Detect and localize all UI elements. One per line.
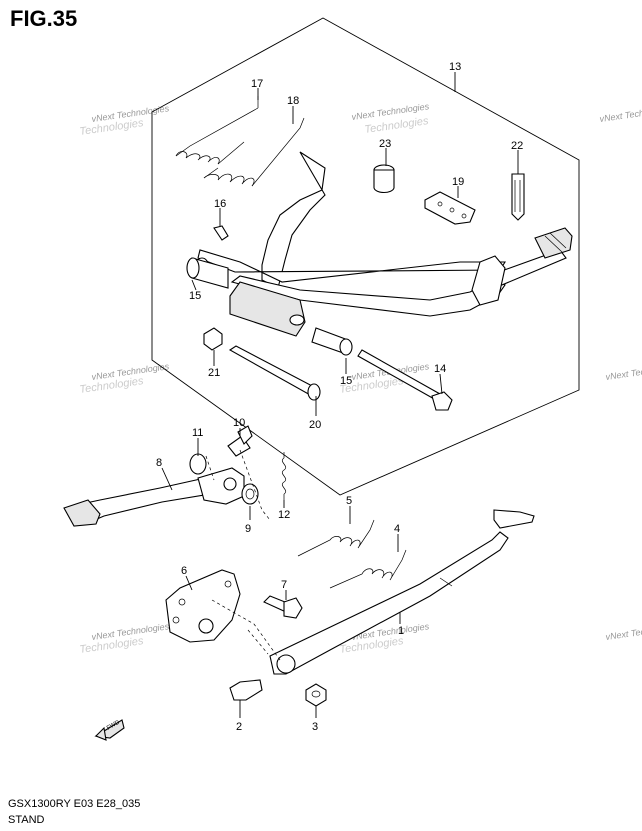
callout-19: 19: [452, 176, 464, 188]
washer-9: [241, 483, 259, 505]
bolt-2: [229, 679, 263, 701]
callout-8: 8: [156, 457, 162, 469]
callout-14: 14: [434, 363, 446, 375]
callout-23: 23: [379, 138, 391, 150]
callout-2: 2: [236, 721, 242, 733]
callout-16: 16: [214, 198, 226, 210]
collar-15: [186, 257, 229, 289]
spring-17: [175, 96, 259, 165]
callout-5: 5: [346, 495, 352, 507]
collar-15b: [311, 327, 353, 356]
assembly-boundary: [151, 17, 580, 496]
bolt-7: [263, 595, 303, 619]
callout-22: 22: [511, 140, 523, 152]
figure-title: FIG.35: [10, 6, 78, 31]
nut-21: [203, 327, 223, 351]
callout-1: 1: [398, 625, 404, 637]
callout-9: 9: [245, 523, 251, 535]
bolt-10: [227, 425, 253, 457]
callout-18: 18: [287, 95, 299, 107]
spring-18: [203, 117, 305, 187]
callout-15: 15: [189, 290, 201, 302]
watermarks: vNext Technologies Technologies vNext Te…: [79, 101, 642, 656]
callout-15: 15: [340, 375, 352, 387]
callout-17: 17: [251, 78, 263, 90]
watermark-text: vNext Technologies: [605, 361, 642, 382]
center-stand: [194, 151, 573, 337]
watermark-text: vNext Technologies: [605, 621, 642, 642]
callouts: 13 17 18 23 22 19 16 15 15 21 14 20 11 1…: [156, 61, 523, 733]
bolt-14: [357, 349, 453, 411]
callout-6: 6: [181, 565, 187, 577]
callout-4: 4: [394, 523, 400, 535]
watermark-text: vNext Technologies: [599, 103, 642, 124]
callout-11: 11: [192, 427, 203, 439]
diagram-name: STAND: [8, 814, 45, 826]
callout-leaders: [161, 72, 519, 718]
bumper-23: [373, 164, 395, 194]
fwd-arrow-icon: FWD: [94, 719, 125, 741]
spring-5: [297, 519, 375, 557]
callout-21: 21: [208, 367, 220, 379]
spring-12: [281, 452, 287, 500]
dashed-leaders: [205, 449, 281, 661]
nut-3: [305, 683, 327, 707]
callout-12: 12: [278, 509, 290, 521]
callout-10: 10: [233, 417, 245, 429]
shaft-20: [228, 345, 321, 401]
brake-pedal-8: [63, 467, 245, 527]
bracket-6: [165, 569, 241, 643]
clip-11: [189, 453, 207, 475]
callout-7: 7: [281, 579, 287, 591]
spring-4: [329, 549, 407, 589]
bolt-16: [213, 225, 229, 241]
plate-19: [424, 191, 476, 225]
diagram-code: GSX1300RY E03 E28_035: [8, 798, 141, 810]
side-stand-1: [269, 509, 535, 675]
pin-22: [511, 173, 525, 221]
callout-20: 20: [309, 419, 321, 431]
callout-13: 13: [449, 61, 461, 73]
callout-3: 3: [312, 721, 318, 733]
